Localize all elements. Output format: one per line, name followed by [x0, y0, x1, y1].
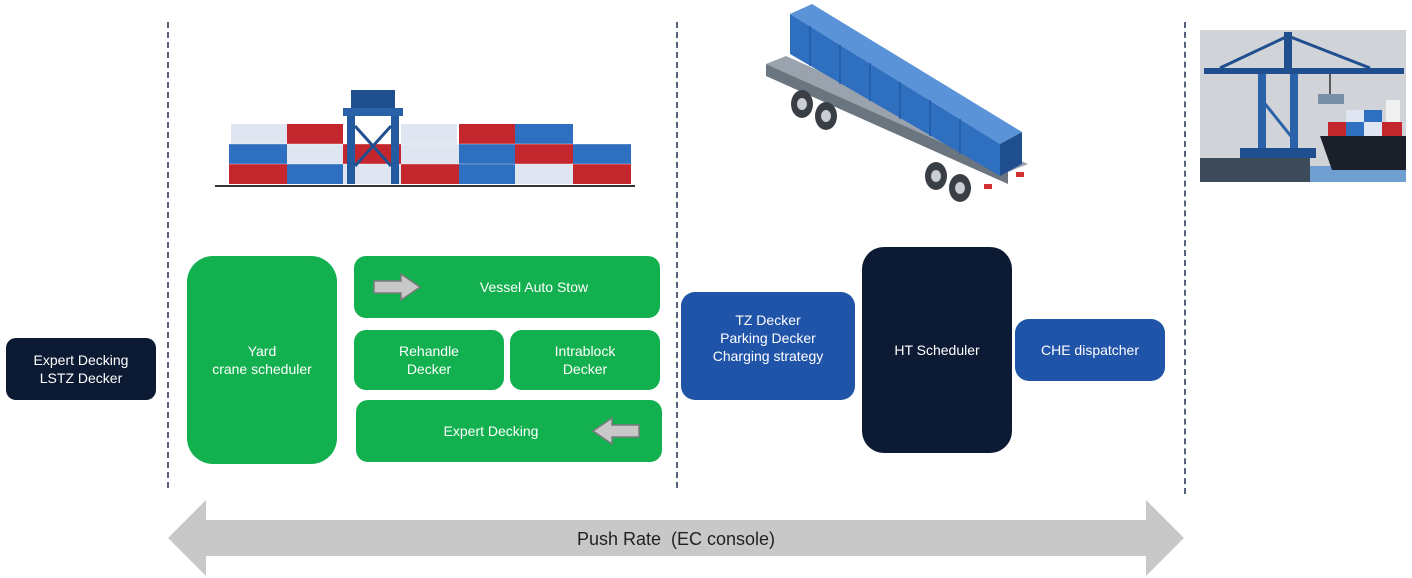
vessel-auto-stow-box: Vessel Auto Stow [354, 256, 660, 318]
push-rate-double-arrow [168, 500, 1184, 576]
right-arrow-icon [373, 272, 422, 302]
intrablock-decker-box: Intrablock Decker [510, 330, 660, 390]
tz-decker-box: TZ Decker Parking Decker Charging strate… [681, 292, 855, 400]
che-dispatcher-box: CHE dispatcher [1015, 319, 1165, 381]
expert-decking-label: Expert Decking [443, 423, 539, 439]
container-truck-icon [766, 4, 1028, 202]
expert-decking-box: Expert Decking [356, 400, 662, 462]
rehandle-decker-box: Rehandle Decker [354, 330, 504, 390]
yard-containers-crane-icon [215, 90, 635, 187]
vessel-auto-stow-label: Vessel Auto Stow [479, 279, 589, 295]
divider-line-1 [167, 22, 169, 488]
divider-line-3 [1184, 22, 1186, 494]
left-arrow-icon [591, 416, 640, 446]
divider-line-2 [676, 22, 678, 488]
expert-decking-lstz-decker-box: Expert Decking LSTZ Decker [6, 338, 156, 400]
push-rate-label: Push Rate (EC console) [576, 529, 776, 549]
ht-scheduler-box: HT Scheduler [862, 247, 1012, 453]
yard-crane-scheduler-box: Yard crane scheduler [187, 256, 337, 464]
quay-crane-ship-icon [1200, 30, 1406, 182]
